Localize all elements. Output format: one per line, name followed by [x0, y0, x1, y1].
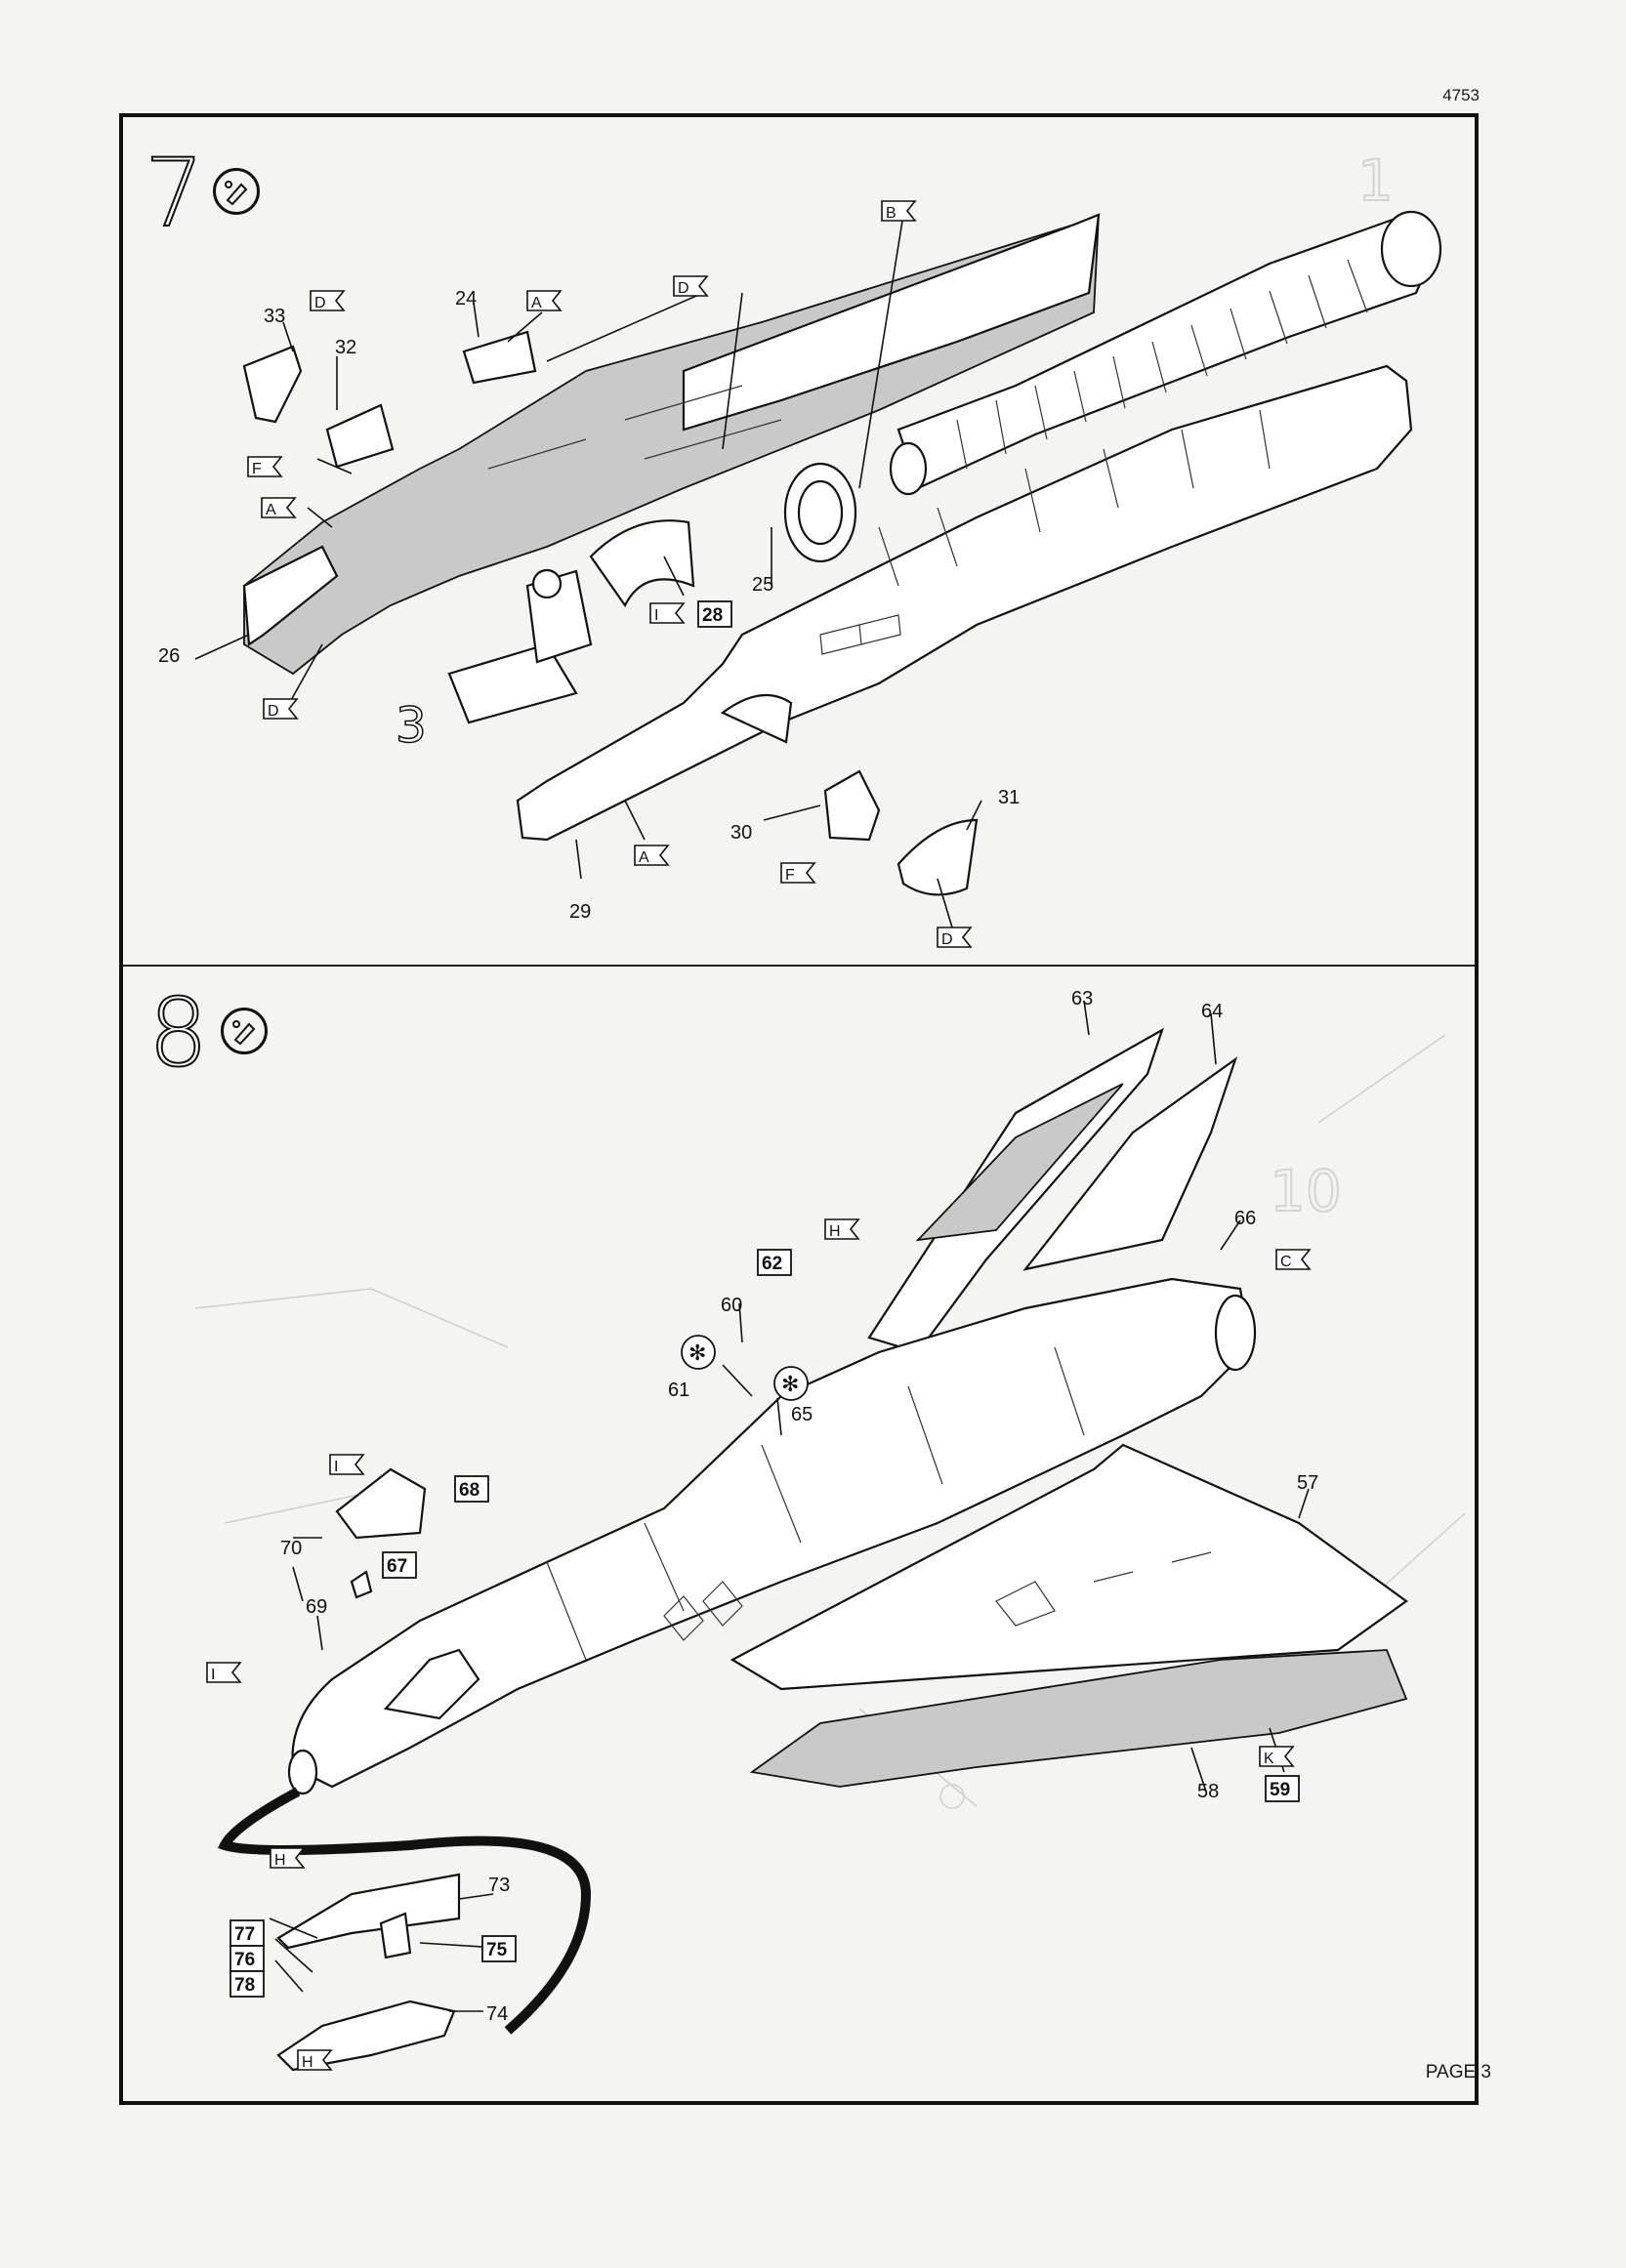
part-label: 65: [791, 1404, 813, 1425]
boxed-part-label: 67: [387, 1556, 407, 1577]
part-33: [242, 345, 303, 424]
page-number: PAGE 3: [1425, 2062, 1491, 2082]
part-label: 33: [264, 306, 285, 327]
boxed-part-label: 59: [1270, 1780, 1290, 1800]
color-flag: B: [886, 205, 896, 222]
sub-assembly-number: 3: [396, 697, 427, 754]
step-8-color-flags: H C I I K H H: [206, 1218, 1312, 2071]
intake-30: [823, 769, 881, 842]
color-flag: K: [1264, 1751, 1274, 1767]
part-32: [325, 403, 395, 469]
instruction-frame: [119, 113, 1479, 2105]
part-label: 57: [1297, 1472, 1318, 1494]
part-24: [462, 330, 537, 385]
color-flag: F: [785, 867, 795, 884]
part-75: [379, 1912, 412, 1959]
part-label: 60: [721, 1295, 742, 1316]
step-7-number: 7: [144, 139, 205, 248]
color-flag: A: [639, 849, 649, 866]
color-flag: D: [314, 295, 326, 311]
canopy-28: [589, 519, 695, 608]
document-number: 4753: [1442, 86, 1480, 104]
part-label: 74: [486, 2003, 508, 2025]
part-label: 66: [1234, 1208, 1256, 1229]
step-8-number: 8: [147, 978, 209, 1088]
aircraft-fuselage: [287, 1277, 1257, 1795]
boxed-part-label: 28: [702, 605, 723, 626]
section-divider: [123, 965, 1475, 967]
color-flag: D: [268, 703, 279, 720]
part-label: 31: [998, 787, 1020, 808]
windscreen-68: [335, 1467, 427, 1540]
fin-64: [1022, 1056, 1238, 1271]
part-67: [350, 1570, 373, 1599]
color-flag: I: [654, 607, 658, 624]
step-7-boxed-labels: 28: [697, 600, 732, 628]
part-label: 26: [158, 645, 180, 667]
part-label: 64: [1201, 1001, 1223, 1022]
part-label: 70: [280, 1538, 302, 1559]
fuselage-right-half: [516, 364, 1413, 842]
svg-text:✻: ✻: [781, 1372, 799, 1396]
glue-icon: [213, 168, 260, 215]
part-label: 69: [306, 1596, 327, 1618]
step-7-part-labels: 33 32 24 26 25 29 30 31: [158, 288, 1020, 923]
color-flag: H: [829, 1223, 841, 1240]
step-7-color-flags: D A D B F A I D A F D: [247, 200, 973, 948]
part-label: 29: [569, 901, 591, 923]
step-8-part-labels: 63 64 66 60 61 65 57 70 69 58 73 74: [280, 988, 1318, 2025]
color-flag: I: [334, 1459, 338, 1475]
color-flag: A: [531, 295, 542, 311]
note-asterisk-icon: ✻: [681, 1335, 716, 1370]
color-flag: A: [266, 502, 276, 518]
color-flag: F: [252, 461, 262, 477]
part-label: 63: [1071, 988, 1093, 1010]
color-flag: C: [1280, 1254, 1292, 1270]
wing-underside-58: [749, 1649, 1408, 1788]
color-flag: I: [211, 1667, 215, 1683]
canopy-73: [276, 1873, 461, 1950]
engine-assembly: [889, 210, 1442, 496]
boxed-part-label: 76: [234, 1950, 255, 1970]
intake-31: [896, 818, 979, 896]
boxed-part-label: 78: [234, 1975, 255, 1996]
note-asterisk-icon: ✻: [773, 1366, 809, 1401]
boxed-part-label: 68: [459, 1480, 479, 1501]
boxed-part-label: 75: [486, 1940, 508, 1960]
direction-arrow: [217, 1787, 592, 2035]
color-flag: D: [678, 280, 689, 297]
part-label: 61: [668, 1380, 689, 1401]
wing-57: [730, 1443, 1408, 1691]
color-flag: H: [302, 2054, 313, 2071]
glue-icon: [221, 1008, 268, 1054]
svg-text:✻: ✻: [688, 1340, 706, 1365]
boxed-part-label: 62: [762, 1254, 782, 1274]
color-flag: D: [941, 931, 953, 948]
step-8-boxed-labels: 62 68 67 59 75 77 76 78: [229, 1249, 1300, 1998]
part-label: 32: [335, 337, 356, 358]
part-label: 30: [730, 822, 752, 844]
part-label: 73: [488, 1875, 510, 1896]
color-flag: H: [274, 1852, 286, 1869]
part-label: 58: [1197, 1781, 1219, 1802]
ejection-seat-assembly: [447, 568, 593, 724]
part-label: 25: [752, 574, 773, 596]
wing-assembly: [730, 1443, 1408, 1788]
ghost-step-number: 1: [1357, 147, 1394, 214]
svg-text:10: 10: [1270, 1158, 1342, 1224]
part-label: 24: [455, 288, 477, 309]
boxed-part-label: 77: [234, 1924, 255, 1945]
